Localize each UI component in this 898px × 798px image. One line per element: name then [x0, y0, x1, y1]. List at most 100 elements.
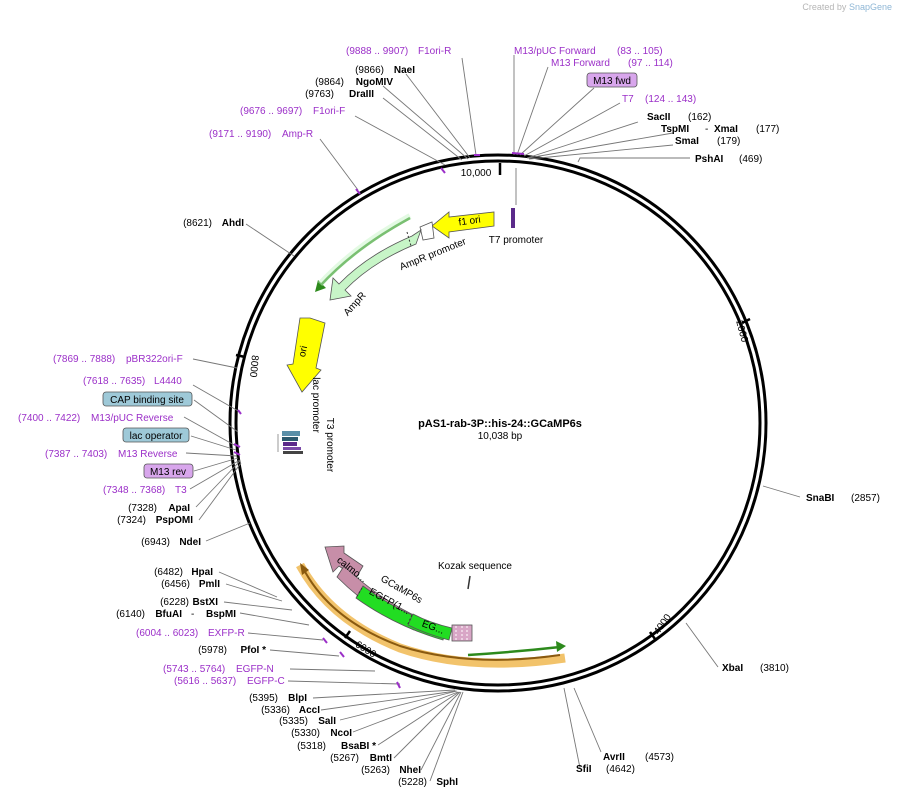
primer-label[interactable]: M13 Reverse: [118, 449, 178, 460]
enzyme-coord: (6456): [161, 579, 190, 590]
enzyme-label[interactable]: BstXI: [192, 597, 218, 608]
plasmid-name: pAS1-rab-3P::his-24::GCaMP6s: [418, 418, 582, 430]
calmodulin-arrowhead[interactable]: [324, 545, 364, 579]
primer-label[interactable]: M13/pUC Reverse: [91, 413, 174, 424]
enzyme-coord: (6228): [160, 597, 189, 608]
leader-sfii: [563, 687, 581, 769]
primer-label[interactable]: M13 Forward: [551, 58, 610, 69]
enzyme-label[interactable]: NheI: [399, 765, 421, 776]
ampr-divider: [406, 231, 412, 247]
enzyme-coord: (4642): [606, 764, 635, 775]
leader-avrii: [573, 687, 602, 753]
enzyme-coord: (5978): [198, 645, 227, 656]
enzyme-label[interactable]: BspMI: [206, 609, 236, 620]
enzyme-label[interactable]: SmaI: [675, 136, 699, 147]
leader-egfp-c: [287, 680, 401, 685]
lac-promoter-label: lac promoter: [310, 377, 321, 433]
enzyme-label[interactable]: NaeI: [394, 65, 415, 76]
enzyme-label[interactable]: BmtI: [370, 753, 392, 764]
enzyme-label[interactable]: NgoMIV: [356, 77, 394, 88]
primer-label[interactable]: EGFP-N: [236, 664, 274, 675]
enzyme-coord: (6140): [116, 609, 145, 620]
enzyme-label[interactable]: XmaI: [714, 124, 738, 135]
primer-label[interactable]: pBR322ori-F: [126, 354, 183, 365]
backbone-inner-ring: [234, 159, 762, 687]
m13-fwd-label: M13 fwd: [593, 76, 631, 87]
ori-feature[interactable]: [286, 317, 326, 393]
snapgene-watermark: Created by SnapGene: [802, 2, 892, 12]
primer-label[interactable]: M13/pUC Forward: [514, 46, 596, 57]
leader-xbai: [685, 622, 719, 668]
enzyme-label[interactable]: PfoI *: [240, 645, 266, 656]
enzyme-label[interactable]: HpaI: [191, 567, 213, 578]
f1-ori-feature[interactable]: [431, 211, 495, 239]
enzyme-labels-right: SacII (162) TspMI - XmaI (177) SmaI (179…: [576, 112, 880, 775]
primer-label[interactable]: EXFP-R: [208, 628, 245, 639]
enzyme-label[interactable]: SphI: [436, 777, 458, 788]
enzyme-label[interactable]: SalI: [318, 716, 336, 727]
leader-naei: [405, 73, 471, 159]
kozak-label: Kozak sequence: [438, 561, 512, 572]
tick-10000: 10,000: [461, 163, 502, 179]
primer-label[interactable]: F1ori-R: [418, 46, 451, 57]
tick-8000: 8000: [235, 353, 260, 378]
enzyme-label[interactable]: AhdI: [222, 218, 244, 229]
enzyme-label[interactable]: BsaBI *: [341, 741, 376, 752]
enzyme-coord: (9866): [355, 65, 384, 76]
enzyme-label[interactable]: AvrII: [603, 752, 625, 763]
ampr-feature[interactable]: [329, 228, 422, 301]
enzyme-coord: (9864): [315, 77, 344, 88]
primer-coord: (5743 .. 5764): [163, 664, 225, 675]
enzyme-label[interactable]: ApaI: [168, 503, 190, 514]
enzyme-label[interactable]: NcoI: [330, 728, 352, 739]
enzyme-label[interactable]: BlpI: [288, 693, 307, 704]
primer-labels: (9888 .. 9907) F1ori-R M13/pUC Forward (…: [18, 46, 696, 687]
enzyme-label[interactable]: XbaI: [722, 663, 743, 674]
egfp-2-feature[interactable]: [407, 613, 453, 641]
primer-label[interactable]: T3: [175, 485, 187, 496]
boxed-m13-rev[interactable]: M13 rev: [143, 463, 194, 479]
enzyme-label[interactable]: SacII: [647, 112, 671, 123]
enzyme-label[interactable]: PshAI: [695, 154, 724, 165]
primer-label[interactable]: Amp-R: [282, 129, 313, 140]
enzyme-label[interactable]: PspOMI: [156, 515, 193, 526]
enzyme-label[interactable]: PmlI: [199, 579, 220, 590]
enzyme-coord: (5335): [279, 716, 308, 727]
leader-pshai: [577, 157, 690, 163]
enzyme-label[interactable]: BfuAI: [155, 609, 182, 620]
enzyme-label[interactable]: NdeI: [179, 537, 201, 548]
primer-coord: (124 .. 143): [645, 94, 696, 105]
boxed-lac-operator[interactable]: lac operator: [122, 427, 190, 443]
enzyme-coord: (5330): [291, 728, 320, 739]
boxed-cap-binding-site[interactable]: CAP binding site: [102, 391, 193, 407]
leader-f1ori-r: [461, 57, 477, 156]
cap-binding-label: CAP binding site: [110, 395, 184, 406]
leader-exfp-r: [247, 632, 324, 641]
enzyme-label[interactable]: SnaBI: [806, 493, 835, 504]
enzyme-coord: (4573): [645, 752, 674, 763]
primer-label[interactable]: T7: [622, 94, 634, 105]
tick-label: 4000: [652, 612, 674, 637]
enzyme-label[interactable]: DraIII: [349, 89, 374, 100]
t7-promoter-label: T7 promoter: [489, 235, 544, 246]
tick-4000: 4000: [648, 612, 674, 640]
primer-label[interactable]: F1ori-F: [313, 106, 345, 117]
enzyme-coord: (5228): [398, 777, 427, 788]
primer-label[interactable]: L4440: [154, 376, 182, 387]
t3-promoter-label: T3 promoter: [324, 418, 335, 473]
enzyme-label[interactable]: AccI: [299, 705, 320, 716]
primer-coord: (5616 .. 5637): [174, 676, 236, 687]
primer-coord: (97 .. 114): [628, 58, 673, 69]
primer-label[interactable]: EGFP-C: [247, 676, 285, 687]
primer-coord: (7387 .. 7403): [45, 449, 107, 460]
enzyme-coord: (8621): [183, 218, 212, 229]
enzyme-coord: (9763): [305, 89, 334, 100]
boxed-m13-fwd[interactable]: M13 fwd: [586, 72, 638, 88]
enzyme-label[interactable]: TspMI: [661, 124, 689, 135]
leader-l4440: [192, 384, 241, 413]
ampr-direction-arrowhead: [315, 280, 326, 292]
enzyme-coord: (469): [739, 154, 762, 165]
enzyme-coord: (5263): [361, 765, 390, 776]
enzyme-label[interactable]: SfiI: [576, 764, 592, 775]
